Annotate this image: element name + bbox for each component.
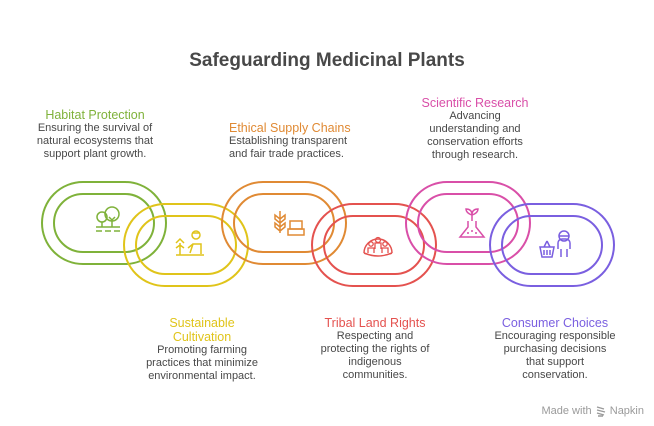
label-tribal-land-rights: Tribal Land Rights Respecting and protec… xyxy=(290,316,460,382)
chain-link-6 xyxy=(489,203,615,287)
link-inner xyxy=(501,215,603,275)
heading: Tribal Land Rights xyxy=(324,316,426,330)
link-outer xyxy=(123,203,249,287)
napkin-brand: Napkin xyxy=(609,405,644,418)
label-scientific-research: Scientific Research Advancing understand… xyxy=(390,96,560,162)
description: Promoting farming practices that minimiz… xyxy=(146,344,258,382)
link-outer xyxy=(405,181,531,265)
community-dome-icon xyxy=(363,236,393,257)
napkin-watermark: Made with Napkin xyxy=(541,405,644,417)
link-inner xyxy=(53,193,155,253)
farmer-planting-icon xyxy=(175,230,204,256)
heading: Consumer Choices xyxy=(501,316,609,330)
description: Ensuring the survival of natural ecosyst… xyxy=(36,122,154,160)
label-ethical-supply-chains: Ethical Supply Chains Establishing trans… xyxy=(205,121,379,161)
heading: Scientific Research xyxy=(421,96,529,110)
description: Establishing transparent and fair trade … xyxy=(229,135,348,160)
diagram-title: Safeguarding Medicinal Plants xyxy=(189,50,465,71)
shopper-basket-icon xyxy=(539,230,571,258)
link-outer xyxy=(489,203,615,287)
link-outer xyxy=(41,181,167,265)
trees-icon xyxy=(96,206,120,232)
wheat-market-icon xyxy=(274,211,305,236)
chain-link-4 xyxy=(311,203,437,287)
label-consumer-choices: Consumer Choices Encouraging responsible… xyxy=(470,316,640,382)
napkin-logo-icon xyxy=(596,406,605,417)
chain-link-2 xyxy=(123,203,249,287)
description: Advancing understanding and conservation… xyxy=(427,110,523,161)
heading: Ethical Supply Chains xyxy=(229,121,351,135)
link-outer xyxy=(221,181,347,265)
description: Respecting and protecting the rights of … xyxy=(320,330,430,381)
link-inner xyxy=(135,215,237,275)
label-sustainable-cultivation: Sustainable Cultivation Promoting farmin… xyxy=(117,316,287,383)
flask-sprout-icon xyxy=(458,208,486,238)
link-outer xyxy=(311,203,437,287)
chain-link-1 xyxy=(41,181,167,265)
description: Encouraging responsible purchasing decis… xyxy=(494,330,616,381)
made-with-text: Made with xyxy=(541,405,592,418)
label-habitat-protection: Habitat Protection Ensuring the survival… xyxy=(10,108,180,161)
heading: Habitat Protection xyxy=(45,108,145,122)
chain-link-5 xyxy=(405,181,531,265)
heading: Sustainable Cultivation xyxy=(169,316,235,344)
link-inner xyxy=(323,215,425,275)
link-inner xyxy=(417,193,519,253)
